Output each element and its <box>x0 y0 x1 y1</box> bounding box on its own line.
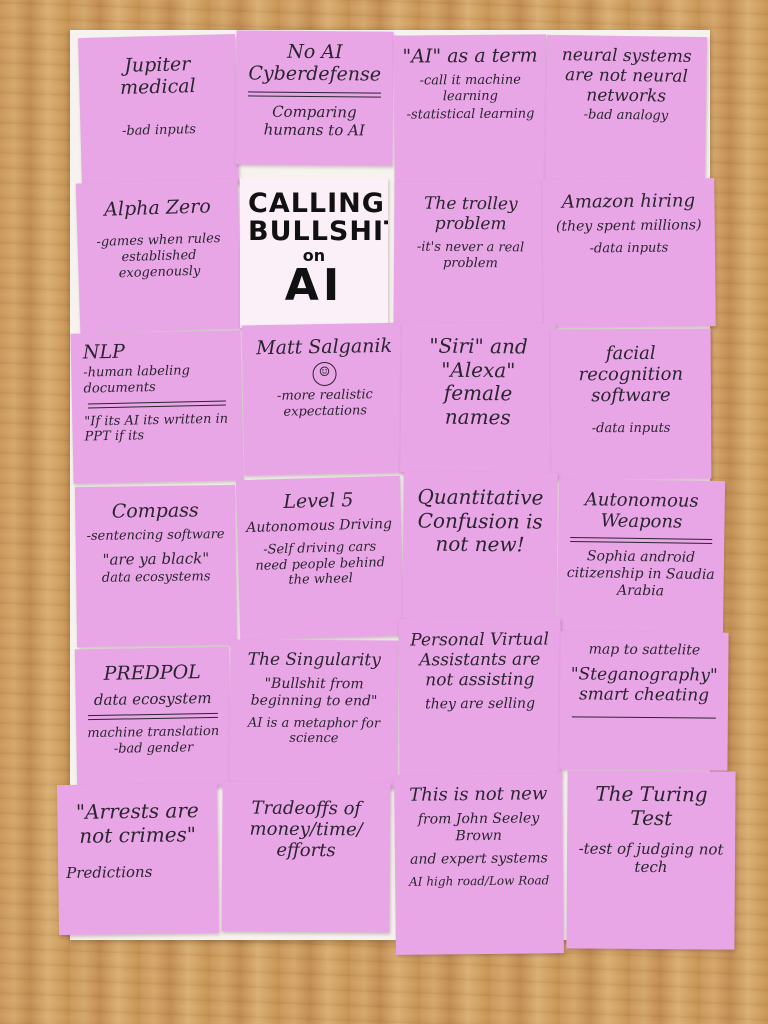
sticky-note-trolley-problem: The trolley problem -it's never a real p… <box>393 181 548 329</box>
underline <box>87 400 226 405</box>
note-text: -bad analogy <box>583 107 669 124</box>
note-title: PREDPOL <box>103 661 201 685</box>
headline-on: on <box>302 245 326 265</box>
note-text: Comparing humans to AI <box>263 102 365 140</box>
underline <box>570 541 713 545</box>
note-text: data ecosystem <box>93 689 212 710</box>
note-text: data ecosystems <box>101 569 211 586</box>
note-title: Quantitative Confusion is not new! <box>417 484 544 557</box>
note-title: The Turing Test <box>595 781 708 830</box>
note-title: Personal Virtual Assistants are not assi… <box>410 629 549 691</box>
note-text: -Self driving cars need people behind th… <box>255 539 386 589</box>
sticky-note-matt-salganik: Matt Salganik ☺ -more realistic expectat… <box>241 322 409 476</box>
note-title: Amazon hiring <box>561 190 696 213</box>
sticky-note-level-5: Level 5 Autonomous Driving -Self driving… <box>235 475 405 641</box>
note-text: Autonomous Driving <box>246 516 393 537</box>
note-text: -it's never a real problem <box>416 239 525 271</box>
sticky-note-calling-bullshit: CALLING BULLSHIT on AI <box>240 178 388 328</box>
note-title: Tradeoffs of money/time/ efforts <box>249 797 363 862</box>
note-text: -games when rules established exogenousl… <box>96 231 221 281</box>
note-title: Compass <box>111 499 199 523</box>
note-text: -test of judging not tech <box>578 839 724 877</box>
sticky-note-turing-test: The Turing Test -test of judging not tec… <box>566 770 736 950</box>
note-title: Alpha Zero <box>103 195 212 221</box>
sticky-note-not-new: This is not new from John Seeley Brown a… <box>394 773 564 955</box>
sticky-note-amazon: Amazon hiring (they spent millions) -dat… <box>542 178 716 328</box>
sticky-note-steganography: map to sattelite "Steganography" smart c… <box>559 631 729 771</box>
note-title: Matt Salganik <box>255 334 393 360</box>
note-text: "If its AI its written in PPT if its <box>84 411 229 445</box>
note-title: "Arrests are not crimes" <box>75 798 199 848</box>
sticky-note-quantitative-confusion: Quantitative Confusion is not new! <box>402 471 558 621</box>
headline-bullshit: BULLSHIT <box>248 216 388 248</box>
note-title: Level 5 <box>283 489 354 513</box>
note-text: Predictions <box>66 862 153 883</box>
note-text: AI high road/Low Road <box>408 872 550 889</box>
sticky-note-nlp: NLP -human labeling documents "If its AI… <box>70 330 244 484</box>
underline <box>88 717 219 721</box>
sticky-note-neural-systems: neural systems are not neural networks -… <box>544 34 708 188</box>
note-text: -sentencing software <box>86 527 225 545</box>
note-text: (they spent millions) <box>555 217 702 235</box>
sticky-note-alpha-zero: Alpha Zero -games when rules established… <box>75 178 243 334</box>
note-text: machine translation <box>87 724 220 742</box>
smiley-face-icon: ☺ <box>312 362 337 387</box>
note-text: -bad inputs <box>121 121 197 139</box>
sticky-note-compass: Compass -sentencing software "are ya bla… <box>74 484 238 648</box>
underline <box>87 713 218 717</box>
underline <box>571 716 716 719</box>
note-text: -statistical learning <box>406 106 535 123</box>
note-title: This is not new <box>409 783 548 806</box>
note-title: smart cheating <box>578 684 710 706</box>
note-text: they are selling <box>425 695 536 713</box>
note-text: -more realistic expectations <box>276 387 374 420</box>
note-title: The Singularity <box>247 649 381 671</box>
note-text: -data inputs <box>589 240 669 257</box>
note-text: -bad gender <box>113 740 194 757</box>
note-title: neural systems are not neural networks <box>561 45 692 107</box>
underline <box>87 404 226 409</box>
note-text: and expert systems <box>410 850 548 868</box>
sticky-note-jupiter: Jupiter medical -bad inputs <box>78 33 239 189</box>
note-title: Autonomous Weapons <box>584 489 699 533</box>
note-text: from John Seeley Brown <box>417 810 540 845</box>
note-title: "Steganography" <box>570 664 718 686</box>
note-text: "Bullshit from beginning to end" <box>250 675 378 710</box>
note-text: Sophia android citizenship in Saudia Ara… <box>566 548 715 600</box>
sticky-note-ai-term: "AI" as a term -call it machine learning… <box>393 34 548 186</box>
note-text: -data inputs <box>591 420 671 436</box>
note-title: "AI" as a term <box>402 44 538 68</box>
note-text: map to sattelite <box>588 641 701 659</box>
note-title: NLP <box>82 340 126 364</box>
note-text: "are ya black" <box>102 549 210 569</box>
note-text: AI is a metaphor for science <box>247 715 381 747</box>
sticky-note-personal-assistants: Personal Virtual Assistants are not assi… <box>398 617 562 777</box>
headline-calling: CALLING <box>248 188 385 219</box>
sticky-note-tradeoffs: Tradeoffs of money/time/ efforts <box>221 781 391 933</box>
note-title: Jupiter medical <box>119 53 196 100</box>
underline <box>248 95 382 98</box>
note-text: -call it machine learning <box>419 72 521 105</box>
underline <box>248 91 382 94</box>
sticky-note-arrests: "Arrests are not crimes" Predictions <box>56 782 220 936</box>
headline-ai: AI <box>284 260 344 312</box>
sticky-note-singularity: The Singularity "Bullshit from beginning… <box>229 639 399 789</box>
note-text: -human labeling documents <box>83 363 191 397</box>
sticky-note-cyberdefense: No AI Cyberdefense Comparing humans to A… <box>235 30 394 166</box>
sticky-note-autonomous-weapons: Autonomous Weapons Sophia android citize… <box>556 478 726 636</box>
underline <box>570 537 713 541</box>
sticky-note-facial-recognition: facial recognition software -data inputs <box>550 328 712 480</box>
note-title: The trolley problem <box>424 193 518 235</box>
note-title: No AI Cyberdefense <box>248 40 382 86</box>
sticky-note-predpol: PREDPOL data ecosystem machine translati… <box>74 646 232 790</box>
sticky-note-siri-alexa: "Siri" and "Alexa" female names <box>400 322 556 474</box>
note-title: facial recognition software <box>578 342 684 407</box>
note-title: "Siri" and "Alexa" female names <box>429 333 528 430</box>
